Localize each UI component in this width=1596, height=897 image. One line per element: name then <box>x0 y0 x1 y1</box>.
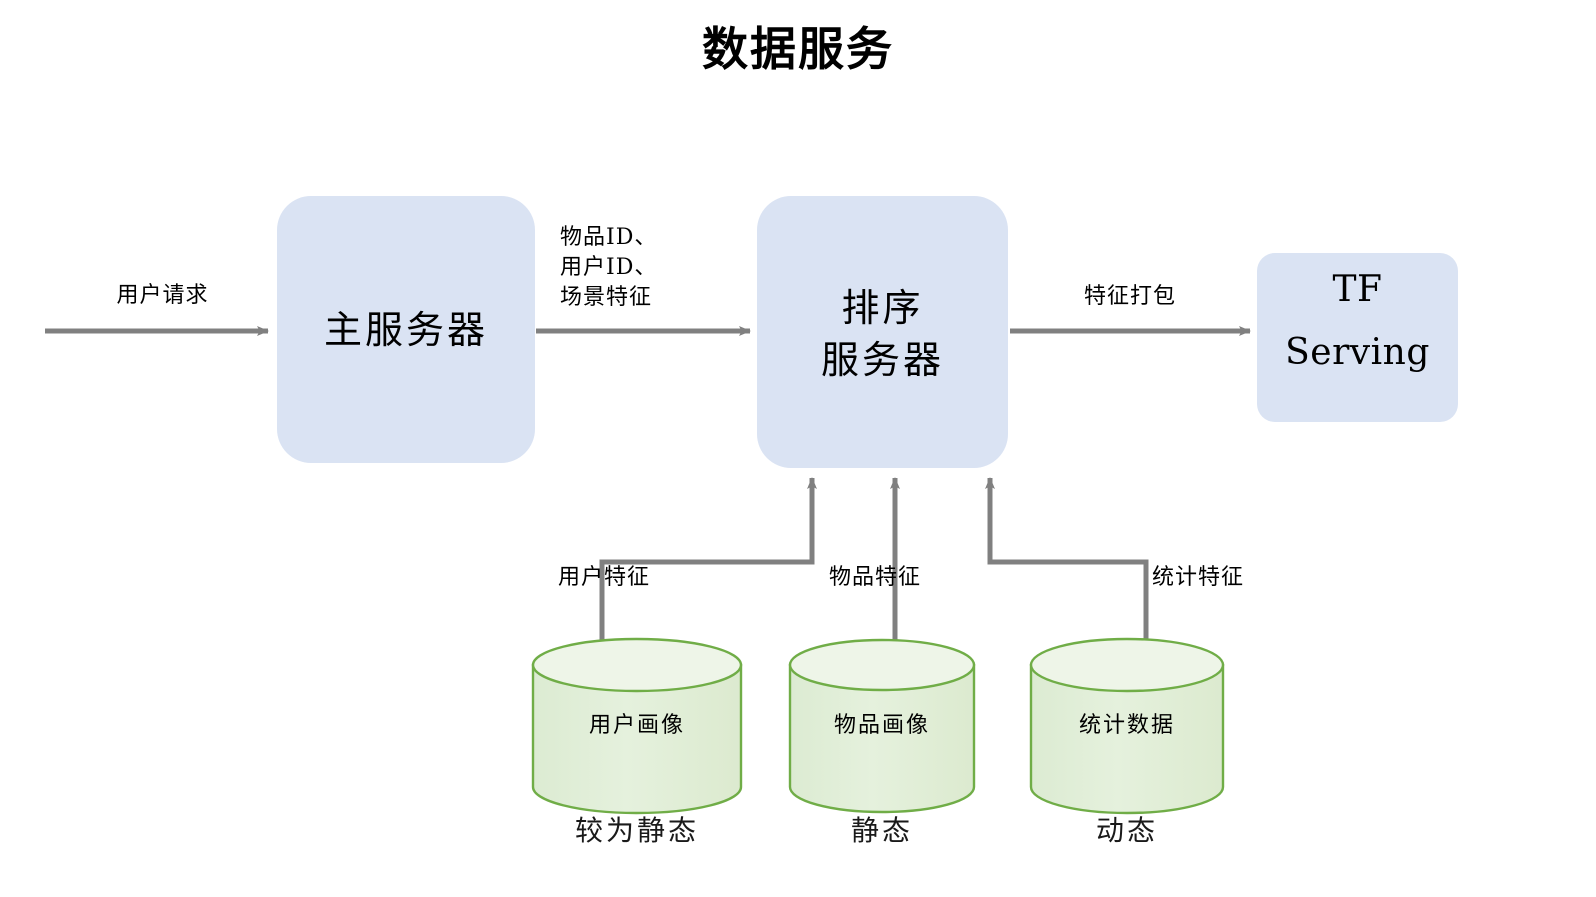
edge-label-main-to-rank-line1: 物品ID、 <box>560 225 658 250</box>
datastore-cylinder-3[interactable] <box>1029 637 1225 815</box>
main-server-box[interactable] <box>277 196 535 463</box>
tf-serving-box[interactable] <box>1257 253 1458 422</box>
edge-label-user-feature: 用户特征 <box>557 565 650 590</box>
arrow-stat-feature <box>985 477 1149 643</box>
edge-label-main-to-rank-line3: 场景特征 <box>560 285 653 310</box>
edge-label-item-feature: 物品特征 <box>828 565 921 590</box>
datastore-cylinder-1[interactable] <box>531 637 743 815</box>
rank-server-label-line2: 服务器 <box>820 338 944 382</box>
datastore-caption-1: 较为静态 <box>574 814 699 847</box>
edge-label-main-to-rank-line2: 用户ID、 <box>560 255 658 280</box>
datastore-label-2: 物品画像 <box>833 713 930 738</box>
arrow-user-feature <box>599 477 817 643</box>
rank-server-label-line1: 排序 <box>841 286 924 330</box>
datastore-label-3: 统计数据 <box>1078 713 1175 738</box>
datastore-label-1: 用户画像 <box>588 713 685 738</box>
datastore-caption-2: 静态 <box>850 814 913 847</box>
datastore-caption-3: 动态 <box>1095 814 1158 847</box>
datastore-cylinder-2[interactable] <box>788 638 976 814</box>
edge-label-stat-feature: 统计特征 <box>1152 565 1245 590</box>
tf-serving-label-line2: Serving <box>1285 332 1430 373</box>
tf-serving-label-line1: TF <box>1332 269 1383 310</box>
main-server-label: 主服务器 <box>323 308 488 352</box>
page-title: 数据服务 <box>702 22 894 76</box>
edge-label-user-request: 用户请求 <box>116 283 209 308</box>
rank-server-box[interactable] <box>757 196 1008 468</box>
edge-label-rank-to-tf: 特征打包 <box>1083 284 1176 309</box>
